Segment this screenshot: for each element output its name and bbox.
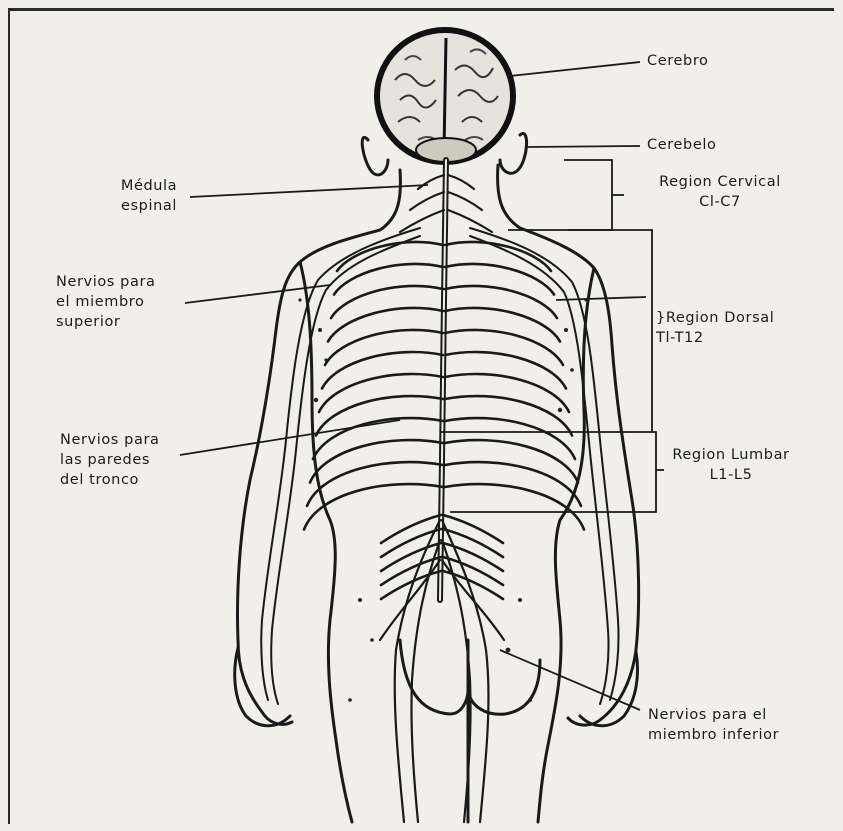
label-nervios-miembro-superior: Nervios para el miembro superior <box>56 272 156 332</box>
lumbar-nerve-left <box>381 571 441 599</box>
intercostal-nerve-right <box>445 352 566 388</box>
label-region-lumbar: Region Lumbar L1-L5 <box>656 445 806 485</box>
intercostal-nerve-right <box>445 286 557 318</box>
spinal-cord <box>440 160 446 600</box>
leader-cerebelo <box>526 146 640 147</box>
intercostal-nerve-left <box>304 484 443 529</box>
leader-nervios-tronco <box>180 420 400 455</box>
intercostal-nerve-left <box>325 330 443 365</box>
intercostal-nerve-right <box>445 330 563 365</box>
label-region-cervical: Region Cervical Cl-C7 <box>640 172 800 212</box>
leader-cerebro <box>510 62 640 76</box>
label-medula-espinal: Médula espinal <box>104 176 194 216</box>
leader-dorsal <box>556 297 646 300</box>
intercostal-nerve-left <box>331 286 443 318</box>
intercostal-nerve-right <box>445 308 560 342</box>
body-outline <box>235 133 639 822</box>
intercostal-nerve-left <box>322 352 443 388</box>
label-region-dorsal: }Region Dorsal Tl-T12 <box>656 308 774 348</box>
leader-nervios-inferior <box>500 650 640 710</box>
intercostal-nerve-right <box>445 396 572 435</box>
bracket-cervical <box>564 160 612 230</box>
label-nervios-paredes-tronco: Nervios para las paredes del tronco <box>60 430 160 490</box>
intercostal-nerve-right <box>445 418 575 459</box>
intercostal-nerve-right <box>445 374 569 412</box>
intercostal-nerve-left <box>328 308 443 342</box>
leader-medula <box>190 185 428 197</box>
label-cerebelo: Cerebelo <box>647 135 716 155</box>
label-nervios-miembro-inferior: Nervios para el miembro inferior <box>648 705 779 745</box>
label-cerebro: Cerebro <box>647 51 709 71</box>
intercostal-nerve-left <box>319 374 443 412</box>
